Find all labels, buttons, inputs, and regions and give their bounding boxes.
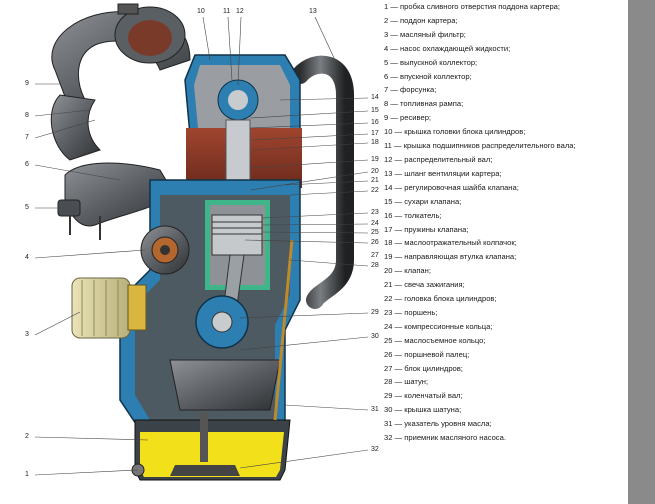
legend-item: 4 — насос охлаждающей жидкости; — [384, 43, 511, 53]
legend-item: 12 — распределительный вал; — [384, 154, 493, 164]
callout-16: 16 — [371, 119, 379, 126]
callout-24: 24 — [371, 220, 379, 227]
callout-5: 5 — [25, 204, 29, 211]
legend-item: 25 — маслосъемное кольцо; — [384, 335, 486, 345]
legend-item: 10 — крышка головки блока цилиндров; — [384, 127, 526, 137]
callout-14: 14 — [371, 94, 379, 101]
callout-9: 9 — [25, 80, 29, 87]
receiver-part — [50, 3, 191, 161]
callout-25: 25 — [371, 229, 379, 236]
legend-item: 22 — головка блока цилиндров; — [384, 294, 497, 304]
callout-23: 23 — [371, 209, 379, 216]
legend-item: 14 — регулировочная шайба клапана; — [384, 182, 519, 192]
callout-26: 26 — [371, 239, 379, 246]
legend-item: 24 — компрессионные кольца; — [384, 321, 493, 331]
callout-6: 6 — [25, 161, 29, 168]
legend-item: 21 — свеча зажигания; — [384, 280, 465, 290]
exhaust-manifold-part — [57, 162, 176, 240]
callout-29: 29 — [371, 309, 379, 316]
legend-item: 26 — поршневой палец; — [384, 349, 470, 359]
dipstick-part — [273, 239, 294, 421]
water-pump-part — [140, 225, 190, 275]
callout-20: 20 — [371, 168, 379, 175]
legend-item: 29 — коленчатый вал; — [384, 391, 463, 401]
callout-7: 7 — [25, 134, 29, 141]
callout-32: 32 — [371, 446, 379, 453]
legend-item: 11 — крышка подшипников распределительно… — [384, 141, 576, 151]
legend-item: 16 — толкатель; — [384, 210, 442, 220]
legend-item: 23 — поршень; — [384, 307, 438, 317]
legend-item: 5 — выпускной коллектор; — [384, 57, 478, 67]
legend-item: 20 — клапан; — [384, 266, 431, 276]
legend-item: 32 — приемник масляного насоса. — [384, 433, 506, 443]
legend-item: 1 — пробка сливного отверстия поддона ка… — [384, 2, 561, 11]
parts-legend: 1 — пробка сливного отверстия поддона ка… — [384, 0, 626, 445]
callout-13: 13 — [309, 8, 317, 15]
legend-item: 17 — пружины клапана; — [384, 224, 469, 234]
callout-4: 4 — [25, 254, 29, 261]
callout-11: 11 — [223, 8, 231, 15]
callout-18: 18 — [371, 139, 379, 146]
legend-item: 7 — форсунка; — [384, 85, 437, 95]
callout-22: 22 — [371, 187, 379, 194]
legend-item: 30 — крышка шатуна; — [384, 405, 462, 415]
oil-filter-part — [71, 277, 147, 339]
legend-item: 9 — ресивер; — [384, 113, 432, 123]
leader-lines — [34, 16, 369, 476]
callout-15: 15 — [371, 107, 379, 114]
side-strip — [628, 0, 655, 504]
callout-31: 31 — [371, 406, 379, 413]
callout-30: 30 — [371, 333, 379, 340]
legend-item: 18 — маслоотражательный колпачок; — [384, 238, 517, 248]
callout-1: 1 — [25, 471, 29, 478]
legend-item: 15 — сухари клапана; — [384, 196, 462, 206]
callout-8: 8 — [25, 112, 29, 119]
callout-3: 3 — [25, 331, 29, 338]
legend-item: 2 — поддон картера; — [384, 15, 458, 25]
callout-28: 28 — [371, 262, 379, 269]
callout-17: 17 — [371, 130, 379, 137]
ventilation-hose-part — [291, 55, 354, 309]
legend-item: 3 — масляный фильтр; — [384, 29, 466, 39]
cylinder-head-part — [184, 54, 302, 206]
callout-21: 21 — [371, 177, 379, 184]
legend-item: 31 — указатель уровня масла; — [384, 419, 492, 429]
legend-item: 27 — блок цилиндров; — [384, 363, 463, 373]
legend-item: 6 — впускной коллектор; — [384, 71, 472, 81]
legend-item: 28 — шатун; — [384, 377, 429, 387]
legend-item: 19 — направляющая втулка клапана; — [384, 252, 517, 262]
legend-item: 13 — шланг вентиляции картера; — [384, 168, 502, 178]
legend-item: 8 — топливная рампа; — [384, 99, 464, 109]
callout-19: 19 — [371, 156, 379, 163]
callout-12: 12 — [236, 8, 244, 15]
oil-sump-part — [131, 412, 291, 481]
callout-27: 27 — [371, 252, 379, 259]
callout-10: 10 — [197, 8, 205, 15]
callout-2: 2 — [25, 433, 29, 440]
